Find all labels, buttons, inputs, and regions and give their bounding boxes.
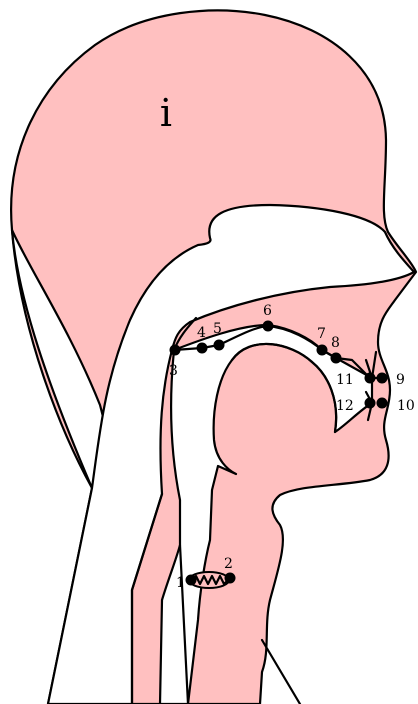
label-5: 5 <box>213 321 222 337</box>
point-9 <box>377 373 388 384</box>
point-2 <box>225 573 236 584</box>
label-6: 6 <box>263 303 272 319</box>
point-4 <box>197 343 208 354</box>
label-2: 2 <box>224 556 233 572</box>
point-1 <box>186 575 197 586</box>
label-3: 3 <box>169 363 178 379</box>
label-1: 1 <box>176 575 185 591</box>
label-4: 4 <box>197 325 206 341</box>
label-11: 11 <box>336 372 354 388</box>
point-10 <box>377 398 388 409</box>
point-3 <box>170 345 181 356</box>
point-12 <box>365 398 376 409</box>
point-6 <box>263 321 274 332</box>
label-12: 12 <box>336 398 354 414</box>
label-9: 9 <box>396 372 405 388</box>
point-7 <box>317 345 328 356</box>
point-8 <box>331 353 342 364</box>
vowel-symbol: i <box>160 91 172 135</box>
label-10: 10 <box>397 398 415 414</box>
point-11 <box>365 373 376 384</box>
neck-front-line <box>262 640 300 704</box>
point-5 <box>214 340 225 351</box>
label-7: 7 <box>317 326 326 342</box>
label-8: 8 <box>331 335 340 351</box>
